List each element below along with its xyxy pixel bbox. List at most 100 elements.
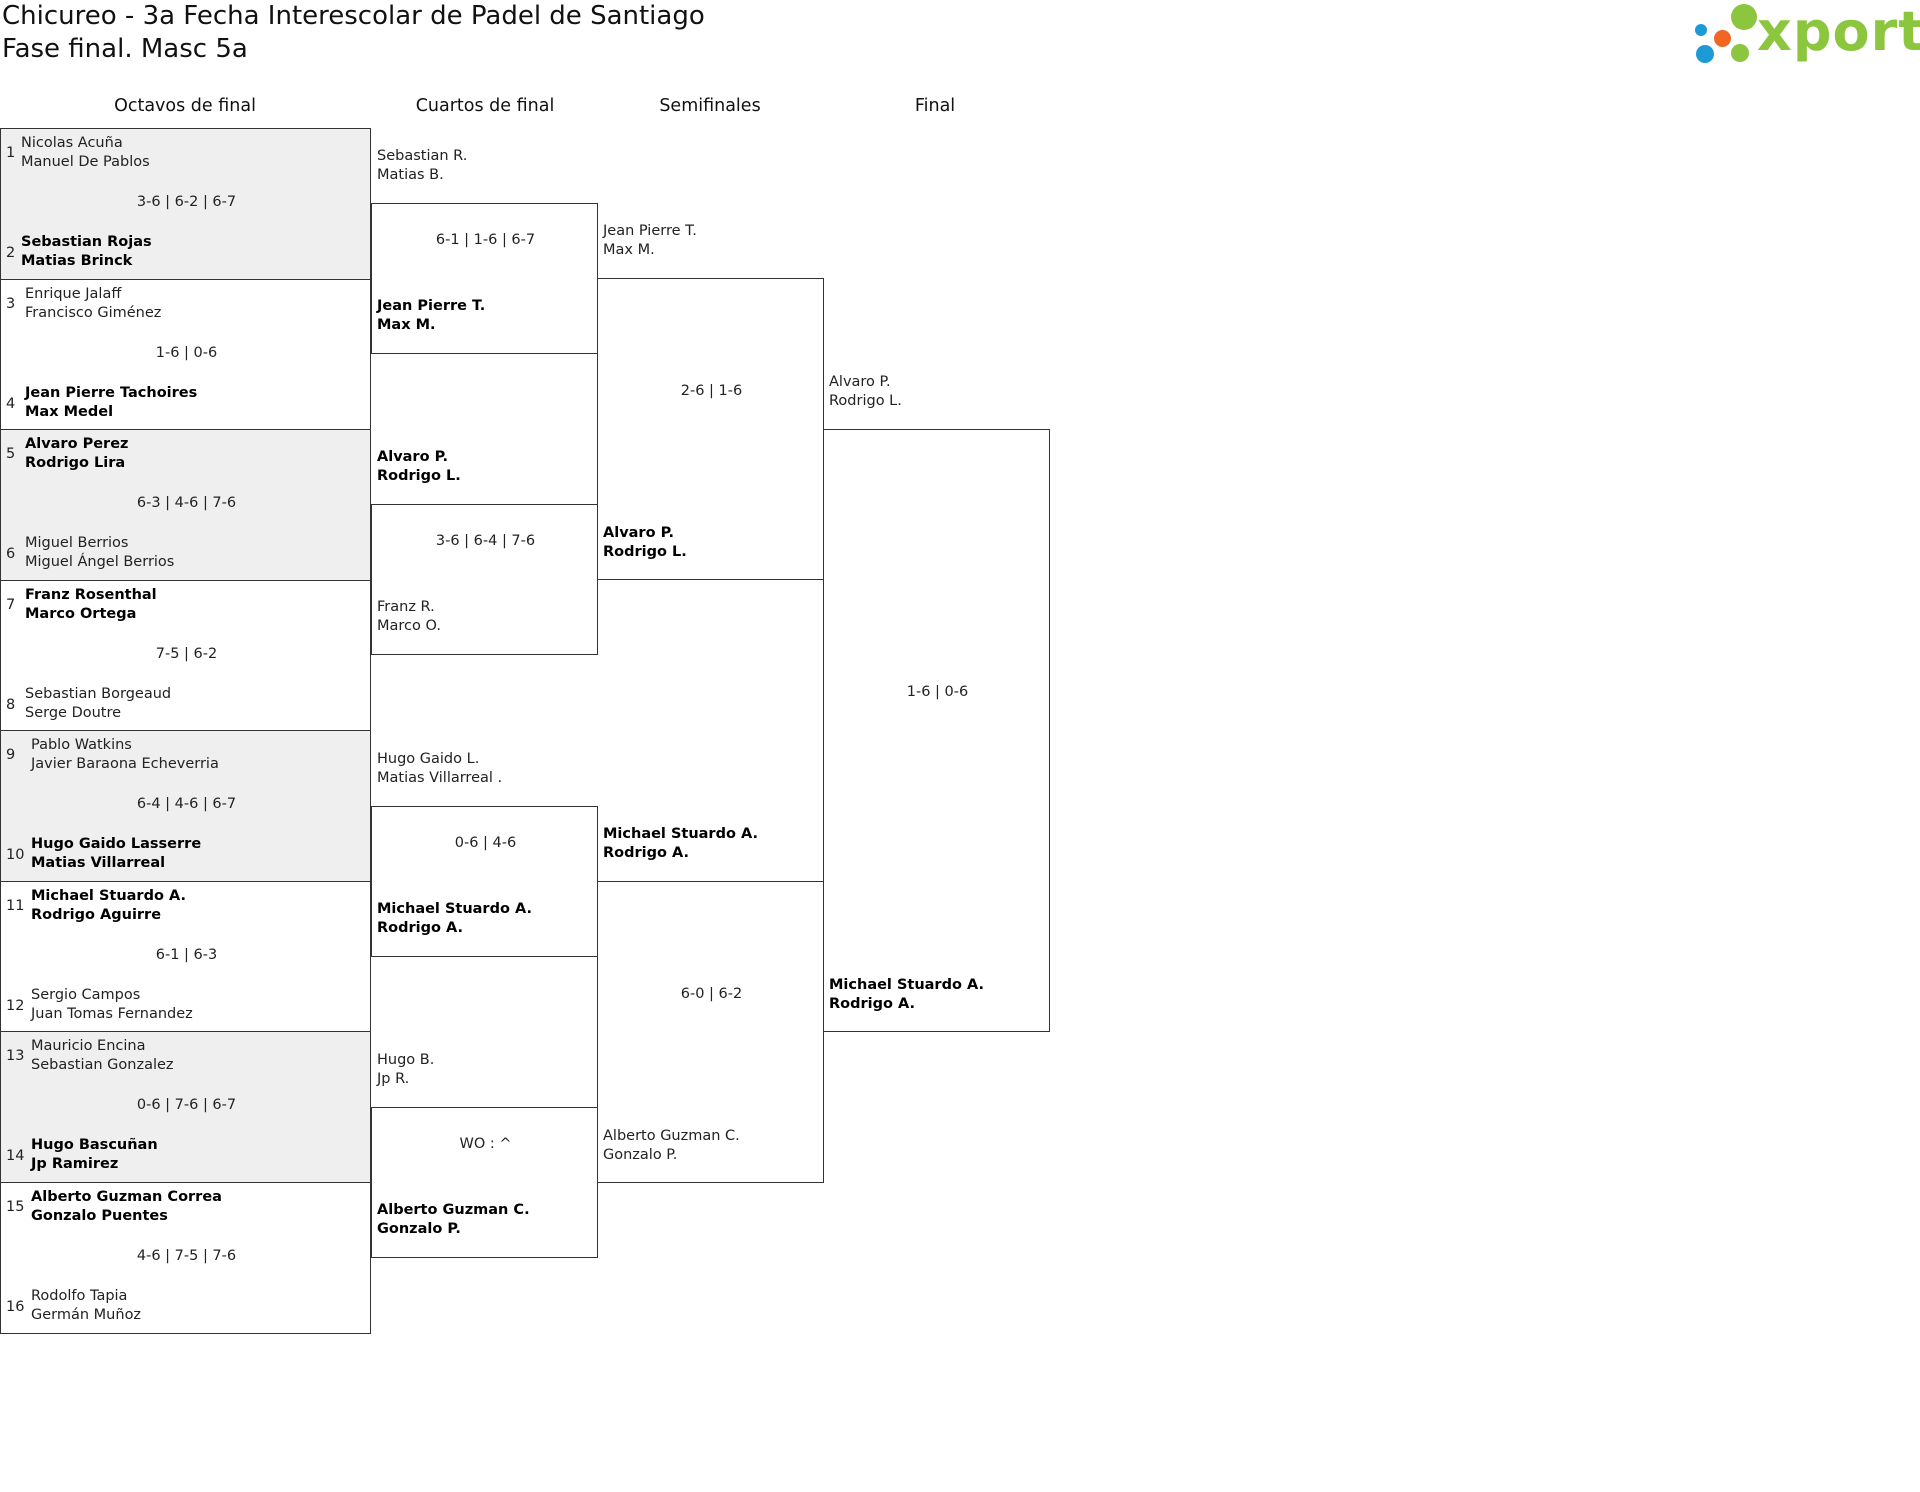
- player-name: Franz R.: [377, 599, 435, 615]
- player-name: Jp R.: [377, 1071, 410, 1087]
- seed-number: 6: [6, 546, 16, 562]
- seed-number: 1: [6, 145, 16, 161]
- quarter-team-a: Hugo Gaido L. Matias Villarreal .: [377, 750, 502, 788]
- player-name: Gonzalo P.: [377, 1221, 461, 1237]
- seed-number: 11: [6, 898, 25, 914]
- round-title-octavos: Octavos de final: [114, 96, 256, 116]
- player-name: Alvaro Perez: [25, 436, 129, 452]
- player-name: Francisco Giménez: [25, 305, 162, 321]
- seed-number: 2: [6, 245, 16, 261]
- player-name: Sebastian Borgeaud: [25, 686, 172, 702]
- player-name: Enrique Jalaff: [25, 286, 122, 302]
- player-name: Hugo Bascuñan: [31, 1137, 158, 1153]
- match-score: 1-6 | 0-6: [906, 684, 969, 700]
- seed-number: 12: [6, 998, 25, 1014]
- round-title-cuartos: Cuartos de final: [415, 96, 555, 116]
- player-name: Alberto Guzman C.: [603, 1128, 740, 1144]
- player-name: Miguel Ángel Berrios: [25, 554, 175, 570]
- quarter-team-a: Hugo B. Jp R.: [377, 1051, 434, 1089]
- logo-dot-green-small: [1731, 44, 1749, 62]
- player-name: Javier Baraona Echeverria: [31, 756, 219, 772]
- match-score: 0-6 | 4-6: [454, 835, 517, 851]
- player-name: Alvaro P.: [377, 449, 449, 465]
- semi-team-a: Jean Pierre T.Max M.: [603, 222, 697, 260]
- match-score: 6-4 | 4-6 | 6-7: [136, 796, 237, 812]
- player-name: Max M.: [377, 317, 436, 333]
- player-name: Manuel De Pablos: [21, 154, 150, 170]
- team-b: Hugo Bascuñan Jp Ramirez: [31, 1136, 158, 1174]
- match-score: 1-6 | 0-6: [155, 345, 218, 361]
- seed-number: 4: [6, 396, 16, 412]
- match-score: 7-5 | 6-2: [155, 646, 218, 662]
- player-name: Marco Ortega: [25, 606, 137, 622]
- player-name: Matias Brinck: [21, 253, 133, 269]
- seed-number: 3: [6, 296, 16, 312]
- player-name: Jp Ramirez: [31, 1156, 119, 1172]
- match-score: 3-6 | 6-4 | 7-6: [435, 533, 536, 549]
- logo-text: xporty: [1757, 0, 1920, 63]
- round-title-final: Final: [914, 96, 956, 116]
- player-name: Hugo B.: [377, 1052, 435, 1068]
- semi-team-b: Alberto Guzman C. Gonzalo P.: [603, 1127, 740, 1165]
- logo-dot-blue-small: [1695, 24, 1707, 36]
- player-name: Pablo Watkins: [31, 737, 132, 753]
- logo-dot-orange: [1714, 30, 1731, 47]
- player-name: Hugo Gaido L.: [377, 751, 480, 767]
- match-cuartos-4[interactable]: WO : ^Alberto Guzman C.Gonzalo P.: [371, 1107, 598, 1258]
- logo-dot-blue: [1696, 45, 1714, 63]
- player-name: Marco O.: [377, 618, 441, 634]
- player-name: Gonzalo P.: [603, 1147, 678, 1163]
- player-name: Matias Villarreal: [31, 855, 166, 871]
- match-score: 6-1 | 6-3: [155, 947, 218, 963]
- player-name: Michael Stuardo A.: [603, 826, 758, 842]
- player-name: Matias Villarreal .: [377, 770, 503, 786]
- player-name: Rodrigo L.: [829, 393, 902, 409]
- match-score: 0-6 | 7-6 | 6-7: [136, 1097, 237, 1113]
- player-name: Sergio Campos: [31, 987, 141, 1003]
- final-team-b: Michael Stuardo A.Rodrigo A.: [829, 976, 984, 1014]
- match-score: 6-1 | 1-6 | 6-7: [435, 232, 536, 248]
- player-name: Alberto Guzman C.: [377, 1202, 530, 1218]
- player-name: Alvaro P.: [603, 525, 675, 541]
- player-name: Franz Rosenthal: [25, 587, 157, 603]
- seed-number: 16: [6, 1299, 25, 1315]
- player-name: Miguel Berrios: [25, 535, 129, 551]
- player-name: Mauricio Encina: [31, 1038, 146, 1054]
- seed-number: 13: [6, 1048, 25, 1064]
- player-name: Sebastian Gonzalez: [31, 1057, 174, 1073]
- final-team-a: Alvaro P. Rodrigo L.: [829, 373, 902, 411]
- player-name: Alvaro P.: [829, 374, 891, 390]
- seed-number: 10: [6, 847, 25, 863]
- player-name: Rodrigo A.: [829, 996, 916, 1012]
- semi-team-b: Alvaro P.Rodrigo L.: [603, 524, 687, 562]
- match-score: 6-0 | 6-2: [680, 986, 743, 1002]
- seed-number: 5: [6, 446, 16, 462]
- player-name: Jean Pierre Tachoires: [25, 385, 198, 401]
- player-name: Michael Stuardo A.: [377, 901, 532, 917]
- player-name: Rodrigo Lira: [25, 455, 126, 471]
- page-title: Chicureo - 3a Fecha Interescolar de Pade…: [2, 1, 705, 31]
- player-name: Hugo Gaido Lasserre: [31, 836, 202, 852]
- player-name: Matias B.: [377, 167, 444, 183]
- player-name: Rodrigo Aguirre: [31, 907, 162, 923]
